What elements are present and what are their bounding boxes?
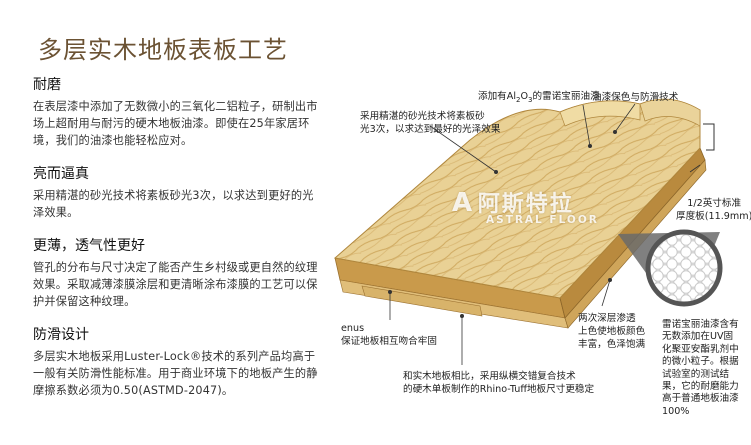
brand-name-en: ASTRAL FLOOR <box>486 214 599 226</box>
callout-protect: 油漆保色与防滑技术 <box>592 92 679 103</box>
callout-thickness: 1/2英寸标准 厚度板(11.9mm) <box>676 197 751 223</box>
callout-micro-particles: 雷诺宝丽油漆含有 无数添加在UV固 化聚亚安酯乳剂中 的微小粒子。根据 试验室的… <box>662 319 739 418</box>
feature-heading: 更薄，透气性更好 <box>33 238 145 254</box>
feature-line: 境，我们的油漆也能轻松应对。 <box>33 134 193 147</box>
feature-line: 护并保留这种纹理。 <box>33 295 136 308</box>
callout-line: 和实木地板相比，采用纵横交错复合技术 <box>403 371 576 382</box>
callout-sanding: 采用精湛的砂光技术将素板砂 光3次，以求达到最好的光泽效果 <box>360 110 500 136</box>
feature-text: 采用精湛的砂光技术将素板砂光3次，以求达到更好的光 泽效果。 <box>33 187 333 221</box>
brand-watermark: A 阿斯特拉 ASTRAL FLOOR <box>452 186 599 226</box>
callout-line: 的微小粒子。根据 <box>662 356 739 368</box>
callout-line: 果，它的耐磨能力 <box>662 381 739 393</box>
feature-list: 耐磨 在表层漆中添加了无数微小的三氧化二铝粒子，研制出市 场上超耐用与耐污的硬木… <box>33 74 333 413</box>
magnifier-circle <box>645 229 723 307</box>
callout-stain: 两次深层渗透 上色使地板颜色 丰富，色泽饱满 <box>578 312 645 351</box>
feature-gloss: 亮而逼真 采用精湛的砂光技术将素板砂光3次，以求达到更好的光 泽效果。 <box>33 163 333 221</box>
feature-heading: 亮而逼真 <box>33 166 89 182</box>
feature-line: 一般有关防滑性能标准。用于商业环境下的地板产生的静 <box>33 367 318 380</box>
feature-antislip: 防滑设计 多层实木地板采用Luster-Lock®技术的系列产品均高于 一般有关… <box>33 324 333 399</box>
callout-line: 1/2英寸标准 <box>687 198 742 209</box>
thickness-bracket <box>703 123 715 151</box>
callout-subscript: 3 <box>528 95 533 104</box>
callout-line: 雷诺宝丽油漆含有 <box>662 319 739 330</box>
callout-text: O <box>520 91 529 102</box>
feature-line: 多层实木地板采用Luster-Lock®技术的系列产品均高于 <box>33 350 316 363</box>
callout-subscript: 2 <box>516 95 521 104</box>
brand-logo-mark: A <box>452 188 473 218</box>
brand-name-cn: 阿斯特拉 <box>477 192 574 217</box>
callout-line: 保证地板相互吻合牢固 <box>341 336 437 347</box>
board-peeled-layer <box>639 98 701 127</box>
callout-line: 化聚亚安酯乳剂中 <box>662 343 739 355</box>
board-tongue <box>361 285 483 317</box>
floor-board-diagram <box>333 98 723 365</box>
callout-line: 高于普通地板油漆 <box>662 393 739 405</box>
callout-al2o3: 添加有Al2O3的雷诺宝丽油漆 <box>478 90 600 107</box>
feature-line: 摩擦系数必须为0.50(ASTMD-2047)。 <box>33 384 234 397</box>
callout-tongue-groove: enus 保证地板相互吻合牢固 <box>341 322 437 348</box>
callout-line: 两次深层渗透 <box>578 313 636 324</box>
callout-line: 无数添加在UV固 <box>662 331 734 343</box>
callout-line: 光3次，以求达到最好的光泽效果 <box>360 124 501 135</box>
feature-text: 管孔的分布与尺寸决定了能否产生乡村级或更自然的纹理 效果。采取减薄漆膜涂层和更清… <box>33 259 333 310</box>
callout-text: 的雷诺宝丽油漆 <box>532 91 600 102</box>
feature-line: 采用精湛的砂光技术将素板砂光3次，以求达到更好的光 <box>33 189 314 202</box>
callout-line: 丰富，色泽饱满 <box>578 339 646 350</box>
callout-rhino-tuff: 和实木地板相比，采用纵横交错复合技术 的硬木单板制作的Rhino-Tuff地板尺… <box>403 370 594 396</box>
callout-line: 采用精湛的砂光技术将素板砂 <box>360 111 485 122</box>
callout-line: 的硬木单板制作的Rhino-Tuff地板尺寸更稳定 <box>403 384 595 395</box>
callout-lines <box>387 103 701 365</box>
callout-line: 厚度板(11.9mm) <box>676 211 751 222</box>
feature-text: 多层实木地板采用Luster-Lock®技术的系列产品均高于 一般有关防滑性能标… <box>33 348 333 399</box>
page-title: 多层实木地板表板工艺 <box>38 36 288 64</box>
callout-line: 试验室的测试结 <box>662 368 730 380</box>
feature-line: 在表层漆中添加了无数微小的三氧化二铝粒子，研制出市 <box>33 100 318 113</box>
feature-text: 在表层漆中添加了无数微小的三氧化二铝粒子，研制出市 场上超耐用与耐污的硬木地板油… <box>33 98 333 149</box>
callout-line: enus <box>341 323 365 334</box>
feature-line: 场上超耐用与耐污的硬木地板油漆。即使在25年家居环 <box>33 117 310 130</box>
callout-line: 上色使地板颜色 <box>578 326 646 337</box>
feature-heading: 耐磨 <box>33 77 61 93</box>
feature-line: 泽效果。 <box>33 206 79 219</box>
feature-line: 管孔的分布与尺寸决定了能否产生乡村级或更自然的纹理 <box>33 261 318 274</box>
feature-line: 效果。采取减薄漆膜涂层和更清晰涂布漆膜的工艺可以保 <box>33 278 318 291</box>
board-peeled-layer <box>559 100 641 127</box>
callout-text: 添加有Al <box>478 91 517 102</box>
callout-line: 100% <box>662 405 690 417</box>
feature-breathable: 更薄，透气性更好 管孔的分布与尺寸决定了能否产生乡村级或更自然的纹理 效果。采取… <box>33 235 333 310</box>
feature-wear: 耐磨 在表层漆中添加了无数微小的三氧化二铝粒子，研制出市 场上超耐用与耐污的硬木… <box>33 74 333 149</box>
feature-heading: 防滑设计 <box>33 327 89 343</box>
